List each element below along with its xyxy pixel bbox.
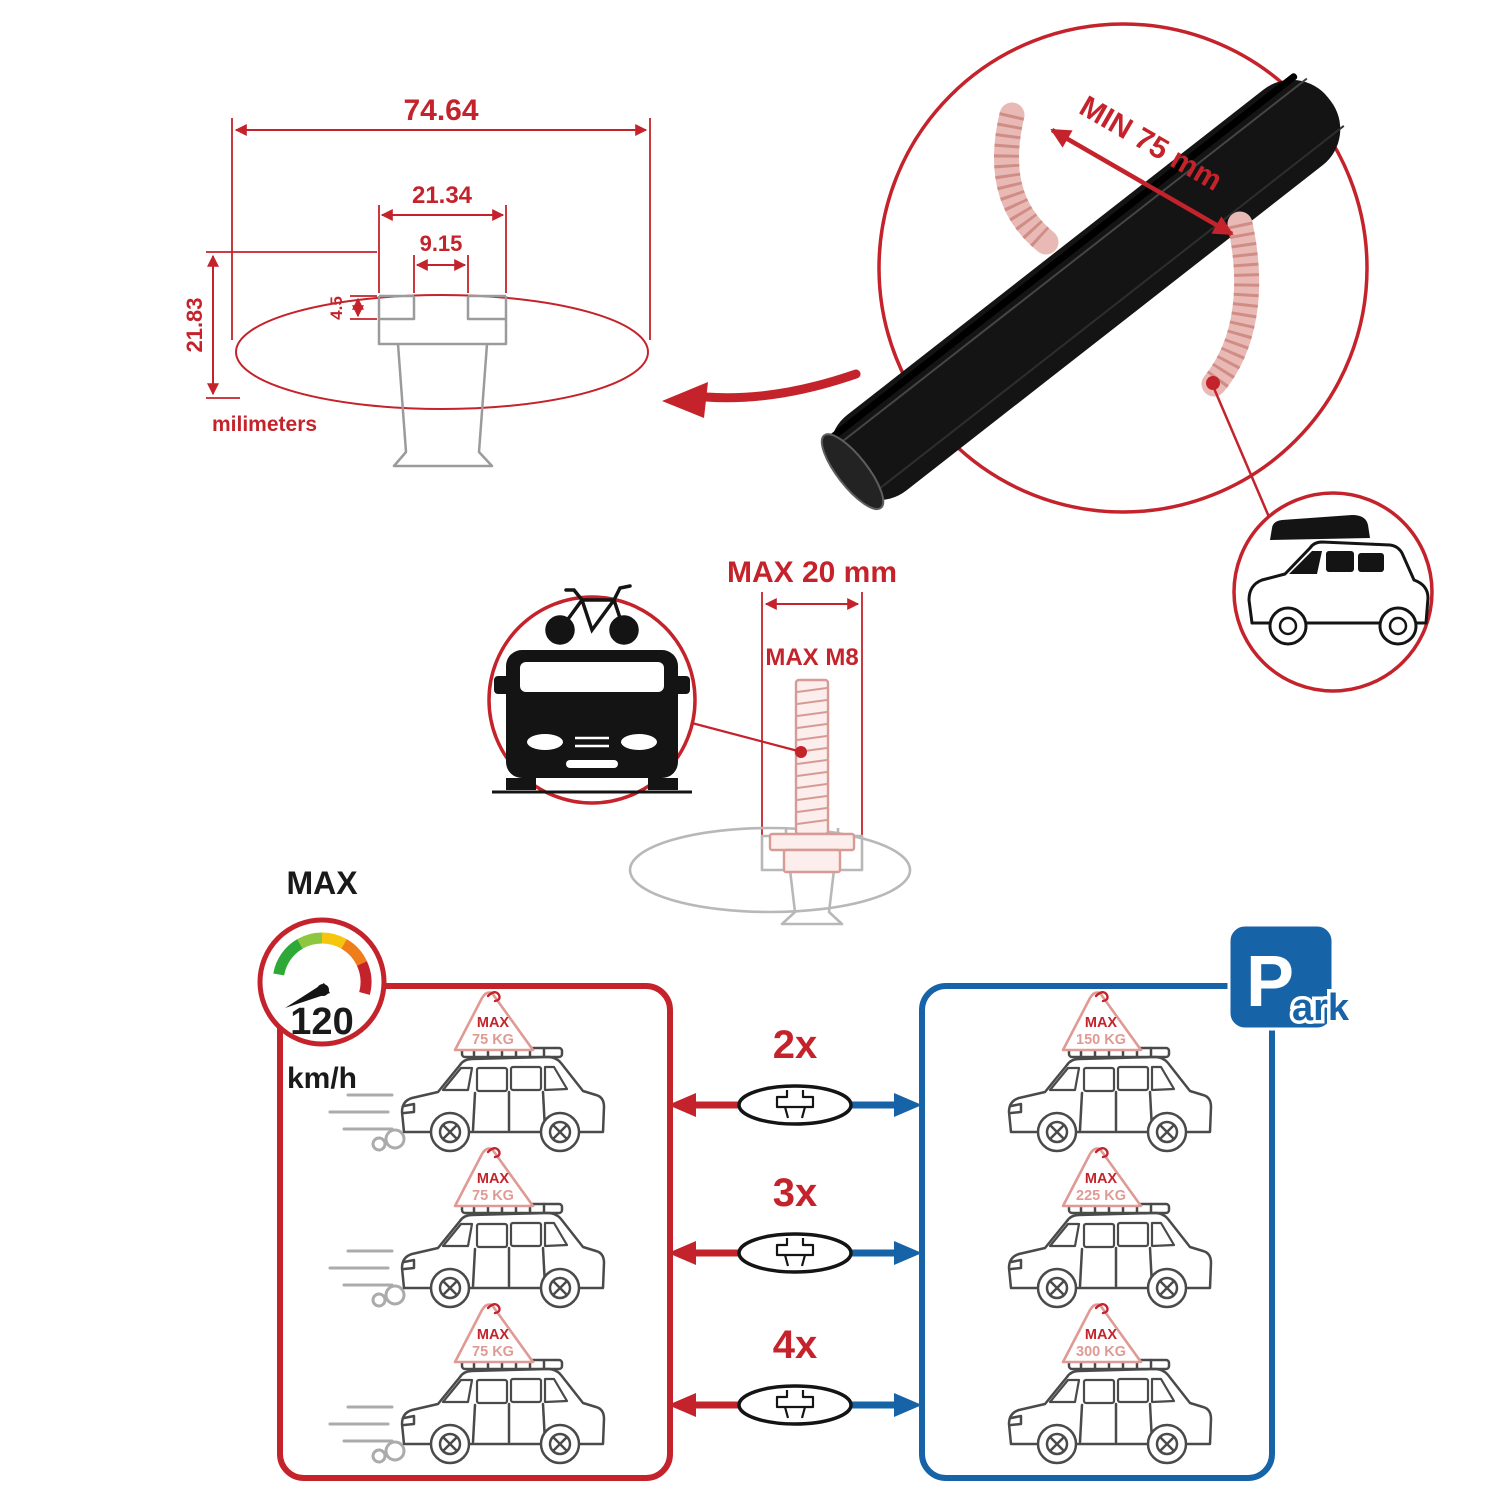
dimension-profile-height-label: 21.83 [182,297,207,352]
bolt-diagram: MAX 20 mm MAX M8 [628,556,912,926]
zoom-arrow [662,369,861,418]
bolt-max-thread-label: MAX M8 [765,644,858,671]
dimension-channel-width-label: 21.34 [412,182,473,209]
roofbox-icon [1270,515,1370,540]
dimension-total-width-label: 74.64 [403,94,478,127]
cargo-load-value: 75 KG [472,1032,514,1048]
crossbar-zoom-circle: MIN 75 mm [820,22,1369,518]
profile-dimension-diagram: 74.64 21.34 9.15 4.5 21.83 milimeters [182,94,651,468]
suv-illustration [1247,515,1430,646]
park-sign-suffix: ark [1292,987,1350,1029]
bolt-max-width-label: MAX 20 mm [727,556,897,589]
bolt-callout-dot [795,746,807,758]
t-slot-profile [377,294,508,468]
speed-limit-gauge: MAX 120 km/h [257,865,387,1095]
speed-unit: km/h [287,1062,357,1095]
cargo-load-value: 225 KG [1076,1188,1126,1204]
parked-cars: MAX 150 KG MAX 225 KG MAX 300 KG [1007,990,1213,1465]
cargo-max-label: MAX [477,1015,510,1031]
cargo-load-value: 300 KG [1076,1344,1126,1360]
clamp-strap-right-icon [1201,211,1260,397]
bar-count-icon [737,1384,853,1426]
multiplier-label: 4x [773,1323,818,1367]
cargo-max-label: MAX [1085,1327,1118,1343]
dimension-lip-depth-label: 4.5 [327,296,346,320]
cargo-max-label: MAX [477,1327,510,1343]
cargo-max-label: MAX [477,1171,510,1187]
car-bike-circle [487,584,697,805]
zoom-circle-outline [877,22,1369,514]
cargo-max-label: MAX [1085,1171,1118,1187]
speed-value: 120 [290,1001,353,1043]
cargo-max-label: MAX [1085,1015,1118,1031]
bar-count-icon [737,1084,853,1126]
car-front-illustration [492,650,692,794]
dimension-slot-width-label: 9.15 [420,231,463,256]
callout-line-to-bolt [687,720,799,753]
crossbar-3d [820,73,1345,511]
clamp-callout-dot [1206,376,1220,390]
cargo-load-value: 75 KG [472,1344,514,1360]
cargo-load-value: 75 KG [472,1188,514,1204]
cargo-load-value: 150 KG [1076,1032,1126,1048]
suv-roofbox-circle [1232,491,1434,693]
speed-max-label: MAX [286,865,358,901]
park-sign: P ark [1227,923,1353,1033]
bar-count-column: 2x 3x 4x [668,1023,922,1426]
gauge-arc [273,932,372,995]
bar-profile-ellipse [235,294,649,410]
units-label: milimeters [212,413,317,436]
bicycle-icon [545,584,639,645]
min-clearance-arrow [1050,128,1234,236]
park-sign-letter: P [1246,942,1294,1022]
bolt-thread-lines [796,687,828,825]
motion-streaks [328,1093,406,1464]
callout-line-to-suv [1211,385,1271,518]
clamp-strap-left-icon [994,102,1059,255]
bar-count-icon [737,1232,853,1274]
multiplier-label: 2x [773,1023,818,1067]
bolt-illustration [768,678,856,874]
bar-end-cap [820,433,885,511]
driving-cars: MAX 75 KG MAX 75 KG MAX 75 KG [328,990,606,1465]
multiplier-label: 3x [773,1171,818,1215]
